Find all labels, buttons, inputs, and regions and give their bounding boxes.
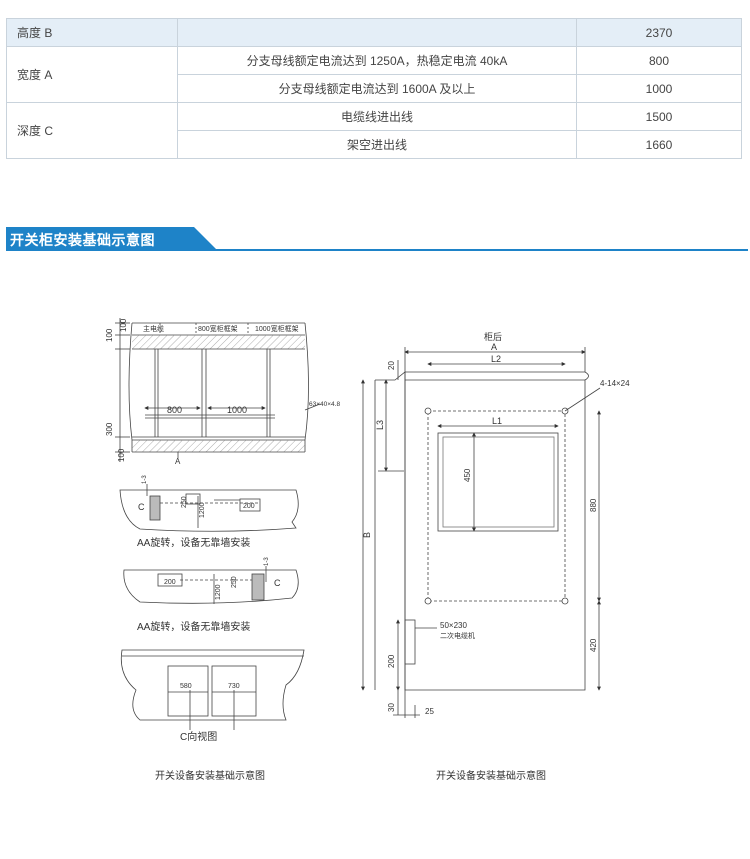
- angle-spec: 63×40×4.8: [309, 401, 340, 408]
- section1-dim13: 1-3: [142, 475, 148, 484]
- caption-c-view: C向视图: [180, 730, 217, 743]
- section2-dim13: 1-3: [264, 557, 270, 566]
- dim-300: 300: [105, 422, 114, 436]
- spec-value: 1000: [576, 74, 742, 103]
- right-dim-25: 25: [425, 707, 434, 716]
- right-holes: 4-14×24: [600, 379, 630, 388]
- section1-dim1200: 1200: [199, 502, 206, 518]
- label-a: A: [175, 457, 181, 466]
- section2-dim200: 200: [164, 579, 176, 586]
- right-label-a: A: [491, 342, 497, 352]
- label-800-frame: 800宽柜框架: [198, 324, 238, 333]
- label-1000-frame: 1000宽柜框架: [255, 324, 299, 333]
- right-cable-label: 二次电缆机: [440, 631, 475, 640]
- right-plan-view: [361, 347, 601, 718]
- caption-aa-1: AA旋转，设备无靠墙安装: [137, 536, 250, 549]
- table-row: 深度 C 电缆线进出线 1500: [6, 102, 742, 159]
- right-dim-200: 200: [387, 654, 396, 668]
- right-dim-880: 880: [589, 498, 598, 512]
- dim-100c: 100: [117, 448, 126, 462]
- section1-c: C: [138, 502, 145, 512]
- label-main-cable: 主电缆: [143, 324, 164, 333]
- section1-dim250: 250: [181, 496, 188, 508]
- section2-dim1200: 1200: [215, 584, 222, 600]
- right-label-l2: L2: [491, 354, 501, 364]
- table-row: 分支母线额定电流达到 1600A 及以上 1000: [7, 74, 742, 103]
- right-caption: 开关设备安装基础示意图: [436, 769, 546, 782]
- section2-dim250: 250: [231, 576, 238, 588]
- section3-dim580: 580: [180, 683, 192, 690]
- dim-100a: 100: [105, 328, 114, 342]
- section3-dim730: 730: [228, 683, 240, 690]
- spec-value: 800: [576, 46, 742, 75]
- section-tab: [6, 227, 218, 251]
- right-dim-20: 20: [387, 361, 396, 370]
- left-plan-view: [115, 318, 321, 462]
- right-dim-420: 420: [589, 638, 598, 652]
- spec-value: 1500: [576, 102, 742, 131]
- section-view-1: [119, 484, 299, 532]
- section-header: 开关柜安装基础示意图: [6, 227, 748, 251]
- right-cable-size: 50×230: [440, 621, 467, 630]
- spec-condition: [177, 18, 577, 47]
- left-caption: 开关设备安装基础示意图: [155, 769, 265, 782]
- right-label-b: B: [362, 532, 372, 538]
- section-view-c: [120, 649, 305, 730]
- spec-label: 深度 C: [6, 102, 178, 159]
- spec-value: 1660: [576, 130, 742, 159]
- dim-800: 800: [167, 405, 182, 415]
- spec-table: 高度 B 2370 宽度 A 分支母线额定电流达到 1250A，热稳定电流 40…: [6, 18, 742, 159]
- section-view-2: [123, 566, 299, 604]
- right-dim-30: 30: [387, 703, 396, 712]
- installation-drawing: 主电缆 800宽柜框架 1000宽柜框架 100 100 300 100 800…: [105, 318, 630, 782]
- section-title: 开关柜安装基础示意图: [10, 232, 155, 248]
- spec-condition: 电缆线进出线: [177, 102, 577, 131]
- spec-label: 高度 B: [6, 18, 178, 47]
- dim-1000: 1000: [227, 405, 247, 415]
- section1-dim200: 200: [243, 503, 255, 510]
- dim-100b: 100: [119, 318, 128, 332]
- spec-label: 宽度 A: [6, 46, 178, 103]
- right-label-l3: L3: [375, 420, 385, 430]
- right-dim-450: 450: [463, 468, 472, 482]
- section2-c: C: [274, 578, 281, 588]
- right-top-label: 柜后: [484, 331, 502, 342]
- spec-condition: 架空进出线: [177, 130, 577, 159]
- right-label-l1: L1: [492, 416, 502, 426]
- table-row: 架空进出线 1660: [7, 130, 742, 159]
- spec-condition: 分支母线额定电流达到 1600A 及以上: [177, 74, 577, 103]
- table-row: 高度 B 2370: [6, 18, 742, 47]
- table-row: 宽度 A 分支母线额定电流达到 1250A，热稳定电流 40kA 800: [6, 46, 742, 103]
- section-underline: [6, 249, 748, 251]
- spec-value: 2370: [576, 18, 742, 47]
- caption-aa-2: AA旋转，设备无靠墙安装: [137, 620, 250, 633]
- spec-condition: 分支母线额定电流达到 1250A，热稳定电流 40kA: [177, 46, 577, 75]
